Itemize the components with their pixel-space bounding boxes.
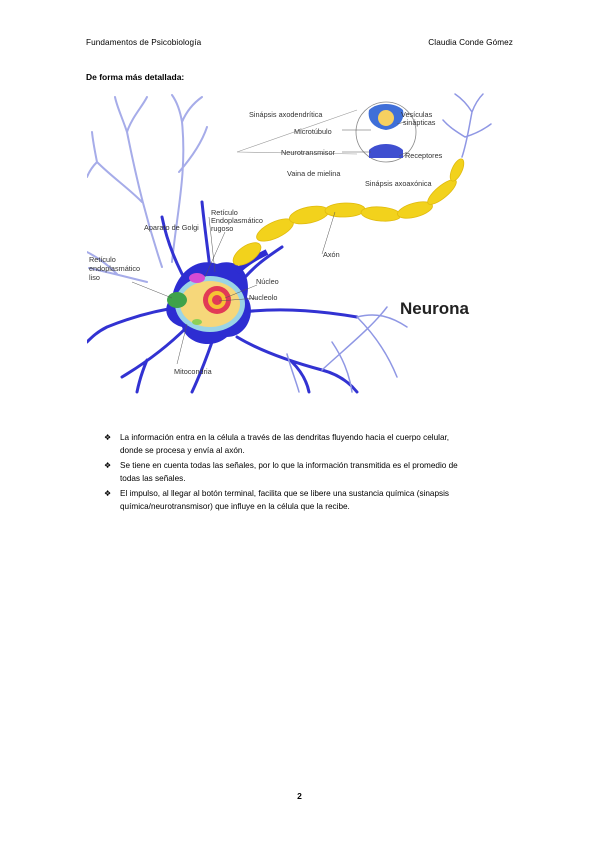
label-leader-lines [131,121,408,365]
page-number: 2 [297,791,302,801]
label-reticulo-rugoso-1: Retículo [211,208,238,217]
label-vesiculas-1: Vesículas [401,110,433,119]
nucleolus-shape [212,295,222,305]
diamond-bullet-icon: ❖ [104,488,112,498]
myelin-sheath [232,158,465,266]
dendrites-lower-right [286,306,408,393]
label-microtubulo: Microtúbulo [294,127,332,136]
figure-title: Neurona [400,299,470,318]
label-vaina-mielina: Vaina de mielina [287,169,341,178]
header-course-title: Fundamentos de Psicobiología [86,38,202,47]
synaptic-vesicles [378,110,394,126]
inset-connector-bottom [236,151,358,155]
label-reticulo-rugoso-3: rugoso [211,224,233,233]
label-neurotransmisor: Neurotransmisor [281,148,336,157]
axon-terminals [442,93,492,158]
bullet-line: química/neurotransmisor) que influye en … [120,502,350,512]
bullet-item: ❖ Se tiene en cuenta todas las señales, … [104,459,504,486]
neuron-diagram: Sinápsis axodendrítica Microtúbulo Neuro… [87,92,495,394]
label-receptores: Receptores [405,151,443,160]
label-nucleo: Núcleo [256,277,279,286]
smooth-er-shape [167,292,187,308]
label-reticulo-liso-3: liso [89,273,100,282]
bullet-line: donde se procesa y envía al axón. [120,446,245,456]
label-vesiculas-2: sinápticas [403,118,436,127]
section-subtitle: De forma más detallada: [86,72,185,82]
label-axon: Axón [323,250,340,259]
label-sinapsis-axodendritica: Sinápsis axodendrítica [249,110,323,119]
label-sinapsis-axoaxonica: Sinápsis axoaxónica [365,179,432,188]
postsynaptic-membrane [369,144,403,158]
bullet-list: ❖ La información entra en la célula a tr… [104,431,504,514]
header-author: Claudia Conde Gómez [428,38,513,47]
diamond-bullet-icon: ❖ [104,460,112,470]
bullet-item: ❖ La información entra en la célula a tr… [104,431,504,458]
label-reticulo-liso-1: Retículo [89,255,116,264]
dendrites-upper-left [87,94,208,283]
mitochondria-shape [192,319,202,325]
inset-connector-top [236,109,358,153]
label-reticulo-rugoso-2: Endoplasmático [211,216,263,225]
label-golgi: Aparato de Golgi [144,223,199,232]
label-mitocondria: Mitocondria [174,367,213,376]
bullet-line: La información entra en la célula a trav… [120,433,450,442]
golgi-shape [189,273,205,283]
bullet-item: ❖ El impulso, al llegar al botón termina… [104,487,504,514]
bullet-line: El impulso, al llegar al botón terminal,… [120,488,450,498]
label-reticulo-liso-2: endoplasmático [89,264,140,273]
label-nucleolo: Nucleolo [249,293,277,302]
bullet-line: Se tiene en cuenta todas las señales, po… [120,460,458,470]
diamond-bullet-icon: ❖ [104,433,112,442]
bullet-line: todas las señales. [120,474,186,484]
neuron-illustration: Sinápsis axodendrítica Microtúbulo Neuro… [87,93,492,394]
